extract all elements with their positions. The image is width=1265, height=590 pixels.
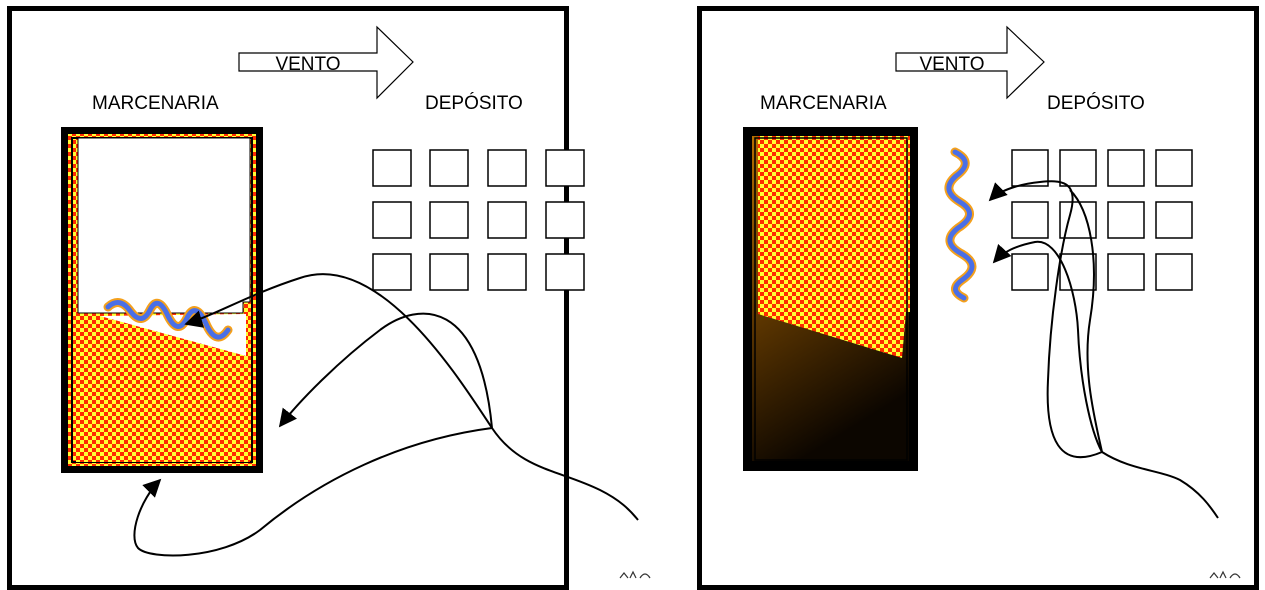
left-scenario: VENTO MARCENARIA DEPÓSITO: [61, 25, 651, 579]
workshop-label-left: MARCENARIA: [92, 93, 219, 114]
signature-mark-left: [619, 570, 651, 579]
spread-arrows-right: [988, 180, 1219, 519]
workshop-building-right: [743, 127, 918, 471]
depot-grid-right: [1011, 149, 1193, 291]
signature-mark-right: [1209, 570, 1241, 579]
depot-label-left: DEPÓSITO: [425, 92, 523, 114]
depot-label-right: DEPÓSITO: [1047, 92, 1145, 114]
depot-grid-left: [372, 149, 585, 291]
wind-label-left: VENTO: [275, 54, 340, 75]
wind-arrow-right: VENTO: [895, 25, 1045, 100]
wind-label-right: VENTO: [919, 54, 984, 75]
wind-arrow-left: VENTO: [238, 25, 414, 100]
flame-wave-right: [944, 147, 977, 303]
right-scenario: VENTO MARCENARIA DEPÓSITO: [743, 25, 1241, 579]
spread-arrows-left: [133, 273, 639, 557]
workshop-building-left: [61, 127, 263, 473]
workshop-label-right: MARCENARIA: [760, 93, 887, 114]
